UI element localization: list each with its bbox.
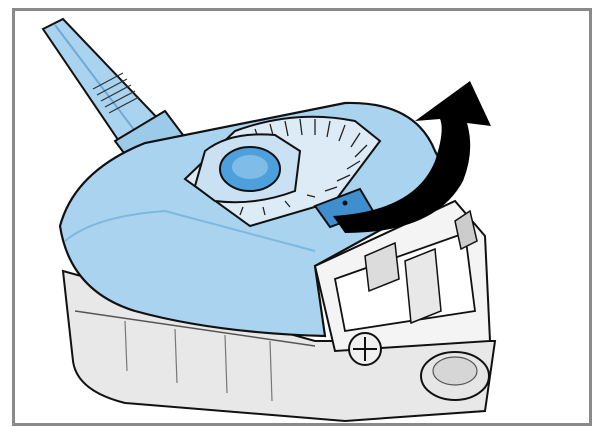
- illustration-frame: [12, 8, 592, 426]
- wheel-icon: [420, 351, 490, 401]
- dust-compartment: [313, 199, 492, 353]
- open-arrow-icon: [333, 81, 491, 233]
- cord-reel-knob-icon: [348, 332, 382, 366]
- vacuum-illustration: [41, 17, 497, 423]
- vacuum-lid: [58, 101, 457, 338]
